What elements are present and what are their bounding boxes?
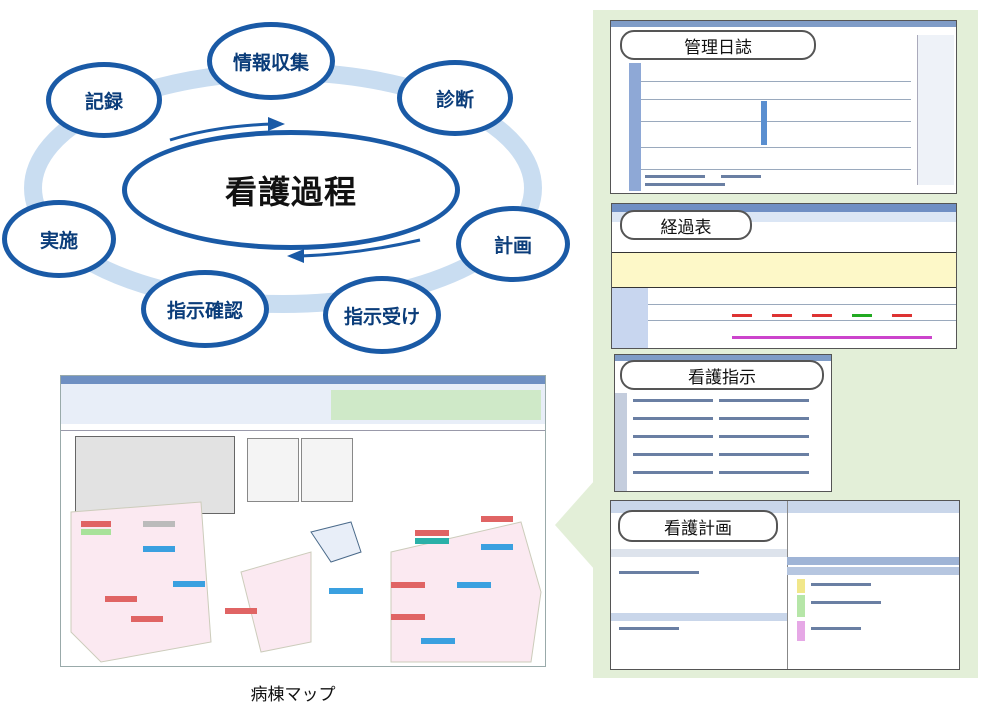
keika-hyo-text: 経過表: [660, 217, 712, 238]
kango-shiji-text: 看護指示: [688, 367, 756, 388]
node-plan-label: 計画: [493, 234, 532, 257]
center-node-kango-katei: 看護過程: [122, 130, 460, 250]
ward-map-screenshot: [60, 375, 546, 667]
node-confirm-label: 指示確認: [166, 299, 243, 322]
arrowhead-top-icon: [268, 117, 285, 131]
kanri-nisshi-label: 管理日誌: [620, 30, 816, 60]
panel-pointer-triangle: [555, 480, 595, 570]
node-receive-instructions: 指示受け: [323, 276, 441, 354]
node-plan: 計画: [456, 206, 570, 282]
node-record-label: 記録: [84, 90, 123, 113]
node-implement: 実施: [2, 200, 116, 278]
node-record: 記録: [46, 62, 162, 138]
arrow-bottom-icon: [299, 238, 421, 258]
node-receive-label: 指示受け: [343, 305, 420, 328]
node-confirm-instructions: 指示確認: [141, 270, 269, 348]
ward-map-caption: 病棟マップ: [250, 685, 336, 705]
kango-keikaku-text: 看護計画: [664, 518, 732, 539]
center-node-label: 看護過程: [224, 173, 357, 211]
node-info-label: 情報収集: [232, 51, 309, 74]
arrow-top-icon: [169, 122, 273, 142]
node-diagnosis: 診断: [397, 60, 513, 136]
node-implement-label: 実施: [39, 229, 78, 252]
kango-keikaku-label: 看護計画: [618, 510, 778, 542]
keika-hyo-label: 経過表: [620, 210, 752, 240]
node-diagnosis-label: 診断: [435, 88, 474, 111]
arrowhead-bottom-icon: [287, 249, 304, 263]
kanri-nisshi-text: 管理日誌: [684, 37, 752, 58]
node-info-collection: 情報収集: [207, 22, 335, 100]
kango-shiji-label: 看護指示: [620, 360, 824, 390]
